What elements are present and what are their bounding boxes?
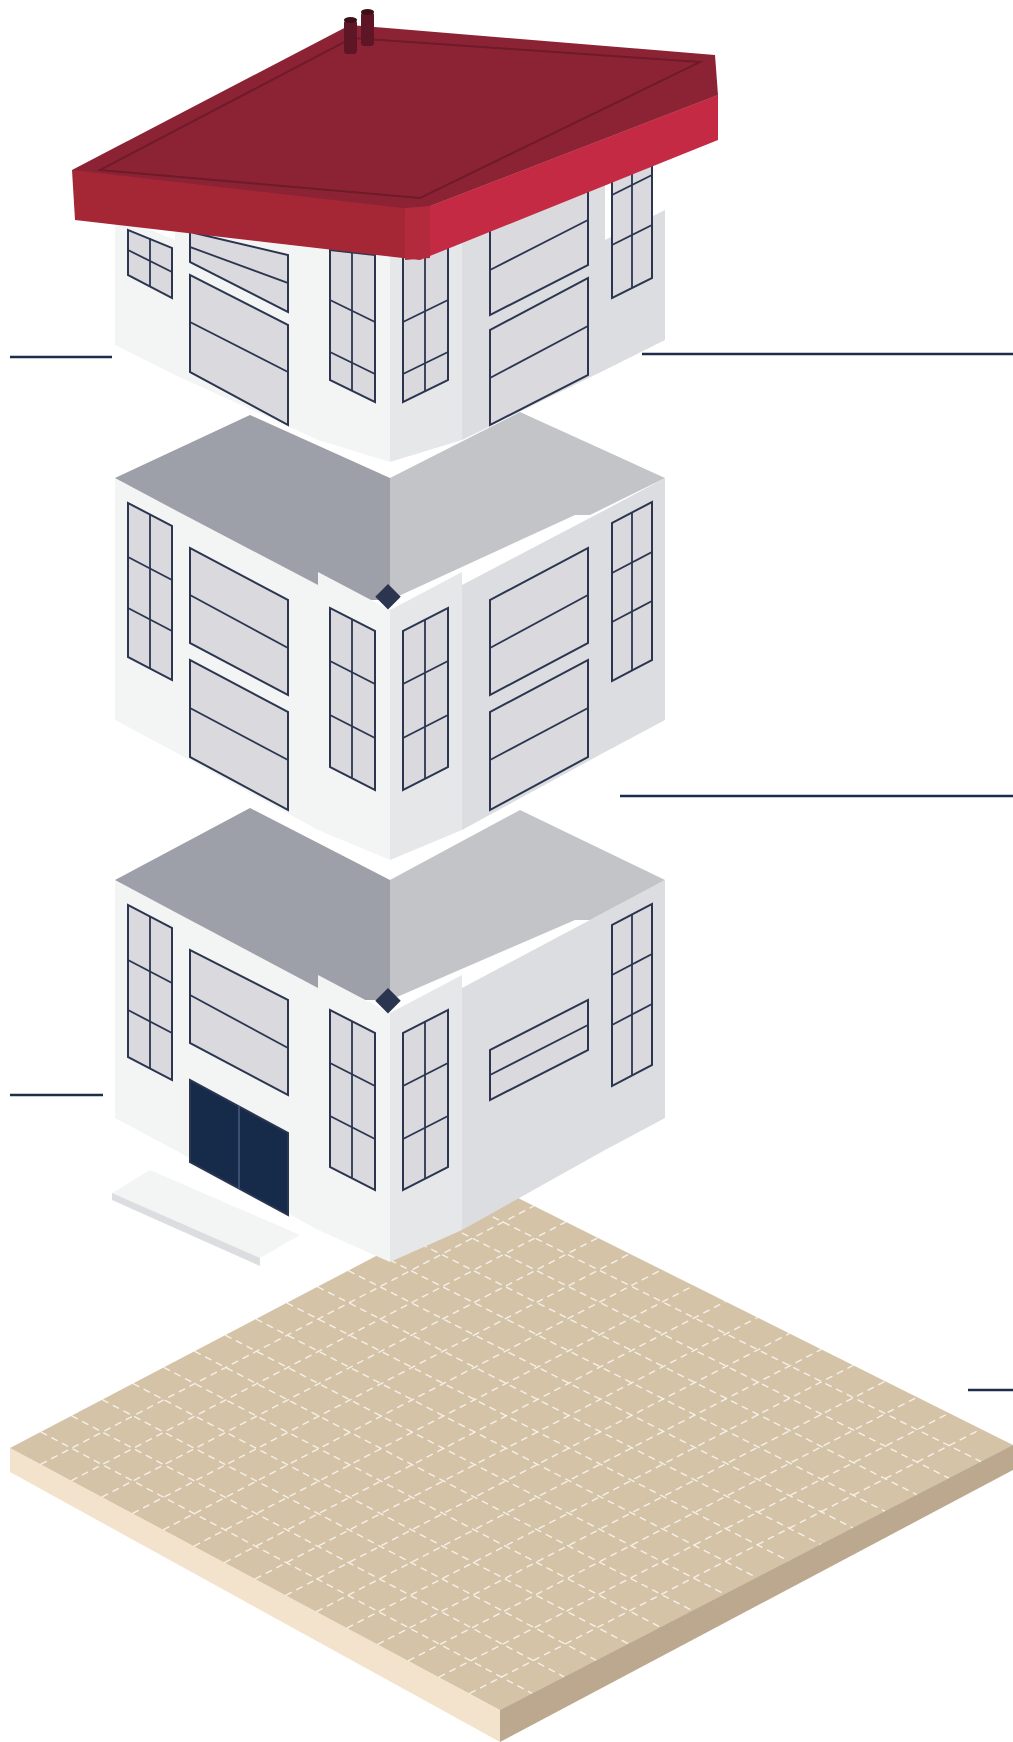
window [403, 608, 448, 790]
base-slab [10, 1190, 1013, 1742]
window [128, 503, 172, 680]
window [612, 502, 652, 681]
window [403, 1010, 448, 1190]
window [128, 905, 172, 1080]
window [330, 608, 375, 790]
window [403, 248, 448, 402]
chimney-pipe [344, 20, 357, 54]
chimney-pipe-cap [344, 17, 357, 23]
window [330, 1010, 375, 1190]
window [612, 904, 652, 1086]
ground-floor [112, 808, 665, 1266]
window [330, 250, 375, 402]
middle-floor [115, 412, 665, 860]
chimney-pipe-cap [361, 9, 374, 15]
chimney-pipe [361, 12, 374, 46]
base-slab-top [10, 1190, 1013, 1710]
roof-corner [405, 206, 430, 260]
